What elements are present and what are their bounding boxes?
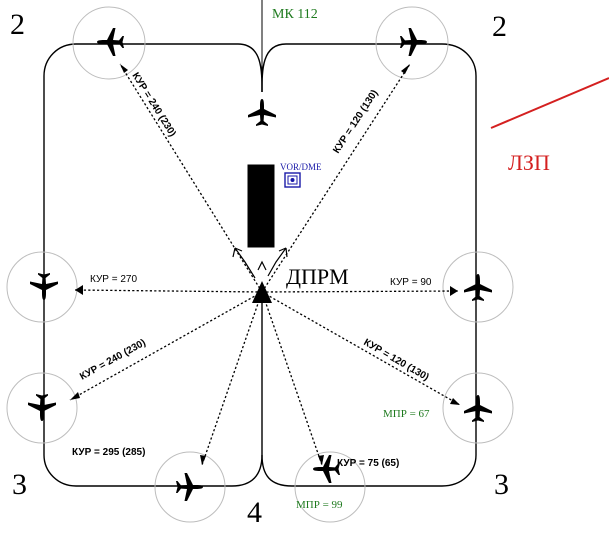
mpr-99: МПР = 99 xyxy=(296,499,343,511)
kur-90: КУР = 90 xyxy=(390,277,432,288)
mpr-67: МПР = 67 xyxy=(383,408,430,420)
left-pattern-track xyxy=(43,43,263,487)
kur-240-mid: КУР = 240 (230) xyxy=(78,337,148,382)
lzp-label: ЛЗП xyxy=(508,150,550,175)
runway-icon xyxy=(247,164,275,248)
kur-295: КУР = 295 (285) xyxy=(72,447,145,458)
kur-240-top: КУР = 240 (230) xyxy=(129,71,177,139)
bearing-arrowheads xyxy=(70,64,460,465)
corner-3-left: 3 xyxy=(12,468,27,501)
corner-2-right: 2 xyxy=(492,10,507,43)
corner-2-left: 2 xyxy=(10,8,25,41)
lzp-line xyxy=(490,77,609,129)
turn-circles xyxy=(6,6,514,523)
right-pattern-track xyxy=(261,43,477,487)
dprm-label: ДПРМ xyxy=(286,264,349,289)
airplane-icon xyxy=(28,28,492,501)
beacon-triangle-icon xyxy=(252,281,272,303)
corner-3-right: 3 xyxy=(494,468,509,501)
vor-dme-icon xyxy=(284,172,301,188)
approach-arrows xyxy=(232,247,288,279)
mk-label: МК 112 xyxy=(272,7,318,22)
kur-120-mid: КУР = 120 (130) xyxy=(362,337,431,383)
kur-75: КУР = 75 (65) xyxy=(337,458,399,469)
vor-label: VOR/DME xyxy=(280,162,322,172)
kur-270: КУР = 270 xyxy=(90,274,137,285)
corner-4: 4 xyxy=(247,496,262,529)
